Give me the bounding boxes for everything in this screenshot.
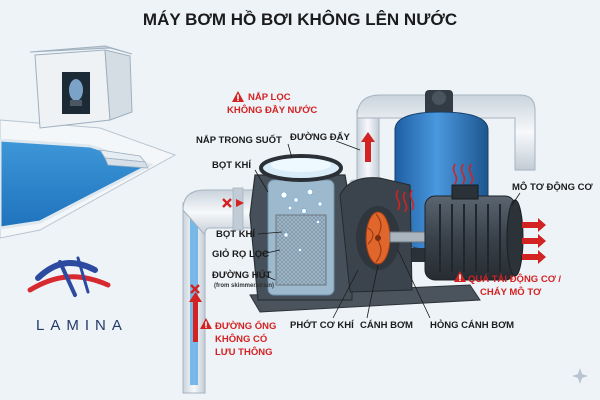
arrow-up-icon <box>189 292 202 342</box>
label-blocked-2: KHÔNG CÓ <box>215 333 267 345</box>
motor <box>424 163 546 281</box>
impeller <box>365 211 391 265</box>
label-clear-lid: NẮP TRONG SUỐT <box>196 134 282 146</box>
pump-house <box>29 45 133 129</box>
arrow-up-icon <box>361 132 375 162</box>
air-bubbles <box>280 188 323 252</box>
label-blocked-1: ĐƯỜNG ỐNG <box>215 320 276 332</box>
leader-lines <box>254 140 521 319</box>
label-suction-source: (from skimmer/drain) <box>214 283 274 289</box>
x-mark-icon <box>190 284 200 294</box>
warning-icon <box>232 91 244 102</box>
label-overload-1: QUÁ TẢI ĐỘNG CƠ / <box>468 273 561 285</box>
label-motor: MÔ TƠ ĐỘNG CƠ <box>512 181 593 193</box>
brand-logo: LAMINA <box>27 256 128 334</box>
shaft <box>389 231 431 243</box>
label-suction-line: ĐƯỜNG HÚT <box>212 269 271 281</box>
pump-body <box>339 177 431 293</box>
label-air-bubbles-mid: BỌT KHÍ <box>216 229 255 240</box>
mini-filter-tank <box>69 79 83 101</box>
heat-wave-icon <box>395 189 415 213</box>
overheat-arrows <box>522 218 546 264</box>
page-title: MÁY BƠM HỒ BƠI KHÔNG LÊN NƯỚC <box>143 10 457 29</box>
label-strainer-lid: NẮP LỌC <box>248 92 291 103</box>
label-blocked-3: LƯU THÔNG <box>215 346 273 358</box>
label-strainer-basket: GIỎ RỌ LỌC <box>212 248 269 260</box>
warning-icon <box>200 318 212 329</box>
warning-icon <box>454 271 466 282</box>
label-strainer-lid-2: KHÔNG ĐẦY NƯỚC <box>227 104 317 116</box>
label-air-bubbles-top: BỌT KHÍ <box>212 160 251 171</box>
strainer-housing <box>249 154 353 301</box>
label-seal: PHỚT CƠ KHÍ <box>290 319 354 331</box>
label-impeller: CÁNH BƠM <box>360 320 413 331</box>
flow-arrow <box>236 199 244 207</box>
label-discharge-line: ĐƯỜNG ĐẨY <box>290 131 350 143</box>
sparkle-icon <box>572 368 588 384</box>
x-mark-icon <box>222 198 232 208</box>
pool <box>0 119 177 239</box>
brand-name: LAMINA <box>36 317 128 334</box>
label-impeller-damaged: HỎNG CÁNH BƠM <box>430 319 514 331</box>
label-overload-2: CHÁY MÔ TƠ <box>480 286 542 298</box>
heat-wave-icon <box>452 163 474 185</box>
